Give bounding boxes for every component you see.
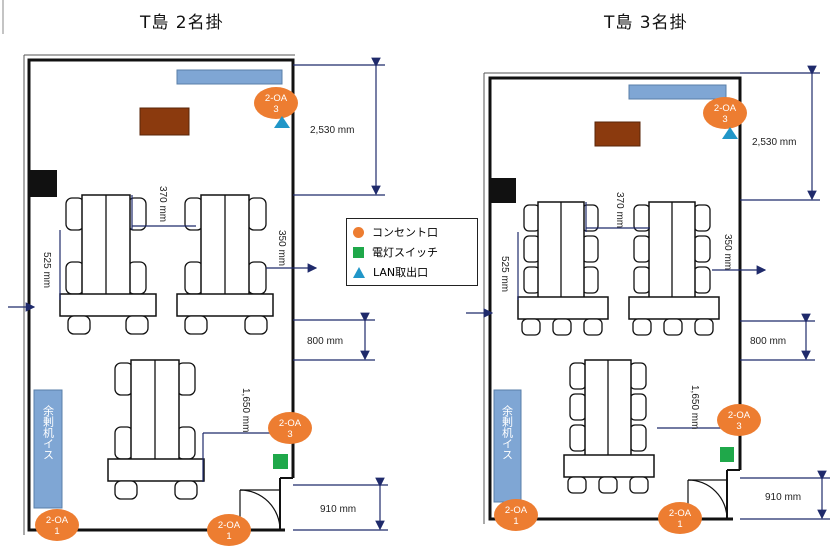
- outlet-bottom-left-right: 2-OA 1: [494, 499, 538, 531]
- room-wall-right-plan: [488, 76, 742, 521]
- svg-text:1: 1: [513, 516, 518, 527]
- legend: コンセント口 電灯スイッチ LAN取出口: [346, 218, 478, 286]
- outlet-right-right: 2-OA 3: [717, 404, 761, 436]
- dim-525-right: 525 mm: [499, 256, 510, 292]
- svg-text:2-OA: 2-OA: [714, 103, 737, 114]
- dim-525: 525 mm: [41, 252, 52, 288]
- legend-item-switch: 電灯スイッチ: [353, 244, 438, 260]
- dim-800-right: 800 mm: [750, 336, 786, 347]
- svg-text:2-OA: 2-OA: [505, 505, 528, 516]
- storage-label: 余剰机イス: [42, 404, 55, 460]
- svg-text:3: 3: [273, 104, 278, 115]
- right-plan: 余剰机イス: [466, 65, 830, 534]
- svg-text:2-OA: 2-OA: [218, 520, 241, 531]
- desk-island-a: [517, 201, 609, 336]
- light-switch-right: [720, 447, 734, 462]
- svg-text:3: 3: [722, 114, 727, 125]
- legend-label-outlet: コンセント口: [372, 226, 438, 239]
- legend-item-outlet: コンセント口: [353, 224, 438, 240]
- lan-triangle-icon-right: [722, 127, 738, 139]
- dim-1650: 1,650 mm: [240, 388, 251, 432]
- legend-item-lan: LAN取出口: [353, 264, 428, 280]
- lan-triangle-icon: [353, 266, 365, 278]
- outlet-bottom-left: 2-OA 1: [35, 509, 79, 541]
- dim-370: 370 mm: [157, 186, 168, 222]
- desk-island-3: [107, 359, 205, 500]
- svg-text:3: 3: [736, 421, 741, 432]
- outlet-top-right: 2-OA 3: [703, 97, 747, 129]
- svg-text:2-OA: 2-OA: [728, 410, 751, 421]
- dim-800: 800 mm: [307, 336, 343, 347]
- svg-text:2-OA: 2-OA: [669, 508, 692, 519]
- dim-2530-right: 2,530 mm: [752, 137, 796, 148]
- legend-label-switch: 電灯スイッチ: [372, 246, 438, 259]
- pillar: [30, 170, 57, 197]
- storage-label-right: 余剰机イス: [501, 404, 514, 460]
- dim-910: 910 mm: [320, 504, 356, 515]
- plan-title-right: T島 3名掛: [604, 13, 688, 33]
- svg-text:2-OA: 2-OA: [46, 515, 69, 526]
- dim-350: 350 mm: [276, 230, 287, 266]
- switch-square-icon: [353, 246, 364, 258]
- dim-2530: 2,530 mm: [310, 125, 354, 136]
- outlet-bottom-center: 2-OA 1: [207, 514, 251, 546]
- wall-panel-right: [628, 84, 727, 100]
- dim-910-right: 910 mm: [765, 492, 801, 503]
- dim-370-right: 370 mm: [614, 192, 625, 228]
- dim-350-right: 350 mm: [722, 234, 733, 270]
- svg-text:3: 3: [287, 429, 292, 440]
- room-wall-left-plan: [27, 58, 295, 532]
- svg-text:1: 1: [226, 531, 231, 542]
- legend-label-lan: LAN取出口: [373, 266, 429, 279]
- svg-text:2-OA: 2-OA: [265, 93, 288, 104]
- svg-text:2-OA: 2-OA: [279, 418, 302, 429]
- outlet-bottom-center-right: 2-OA 1: [658, 502, 702, 534]
- cabinet-right: [594, 121, 641, 147]
- cabinet: [139, 107, 190, 136]
- desk-island-b: [628, 201, 720, 336]
- outlet-top: 2-OA 3: [254, 87, 298, 119]
- svg-text:1: 1: [677, 519, 682, 530]
- desk-island-c: [563, 359, 655, 494]
- outlet-right: 2-OA 3: [268, 412, 312, 444]
- svg-text:1: 1: [54, 526, 59, 537]
- lan-triangle-icon: [274, 116, 290, 128]
- dim-1650-right: 1,650 mm: [689, 385, 700, 429]
- left-plan: 余剰机イス: [2, 0, 388, 546]
- desk-island-1: [59, 194, 157, 335]
- plan-title-left: T島 2名掛: [140, 13, 224, 33]
- light-switch: [273, 454, 288, 469]
- outlet-circle-icon: [353, 226, 364, 238]
- storage-area: [33, 389, 63, 509]
- desk-island-2: [176, 194, 274, 335]
- wall-panel: [176, 69, 283, 85]
- pillar-right: [491, 178, 516, 203]
